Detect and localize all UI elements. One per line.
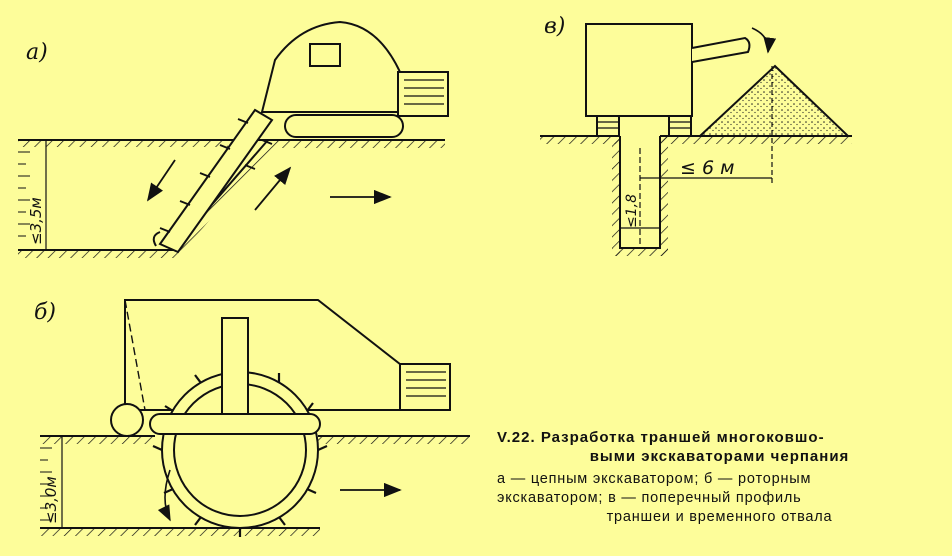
cab-window (309, 43, 341, 67)
panel-label-v: в) (544, 14, 566, 39)
depth-label-a: ≤3,5м (27, 197, 45, 245)
caption-line2: экскаватором; в — поперечный профиль (497, 490, 802, 506)
discharge-conveyor (691, 36, 751, 63)
excavator-body-front (585, 23, 693, 117)
conveyor-unit (397, 71, 449, 117)
track-left (596, 115, 620, 137)
caption-title-line2: выми экскаваторами черпания (589, 448, 850, 465)
caption-number: V.22. (497, 429, 536, 446)
conveyor-unit-b (399, 363, 451, 411)
figure-caption: V.22. Разработка траншей многоковшо- вым… (497, 428, 942, 527)
chain-boom (158, 108, 274, 254)
crawler-tracks (284, 114, 404, 138)
track-right (668, 115, 692, 137)
caption-title-line1: Разработка траншей многоковшо- (540, 429, 825, 446)
crawler-tracks-b (149, 413, 321, 435)
depth-scale-ticks (18, 151, 30, 237)
caption-body: а — цепным экскаватором; б — роторным эк… (497, 470, 942, 527)
depth-label-b: ≤3,0м (42, 476, 60, 524)
front-wheel (110, 403, 144, 437)
caption-line1: а — цепным экскаватором; б — роторным (497, 471, 812, 487)
panel-label-b: б) (34, 300, 57, 325)
panel-b-rotor-excavator (40, 299, 470, 537)
panel-v-cross-section (540, 23, 852, 256)
spoil-distance-label: ≤ 6 м (680, 157, 734, 179)
caption-line3: траншеи и временного отвала (606, 509, 833, 525)
spoil-heap (697, 64, 851, 137)
panel-label-a: а) (26, 40, 48, 65)
rotor-mast (221, 317, 249, 419)
chain-buckets (159, 118, 273, 233)
trench-width-label: ≤1,8 (624, 194, 640, 228)
caption-title: V.22. Разработка траншей многоковшо- (497, 428, 942, 447)
panel-a-chain-excavator (18, 20, 449, 258)
